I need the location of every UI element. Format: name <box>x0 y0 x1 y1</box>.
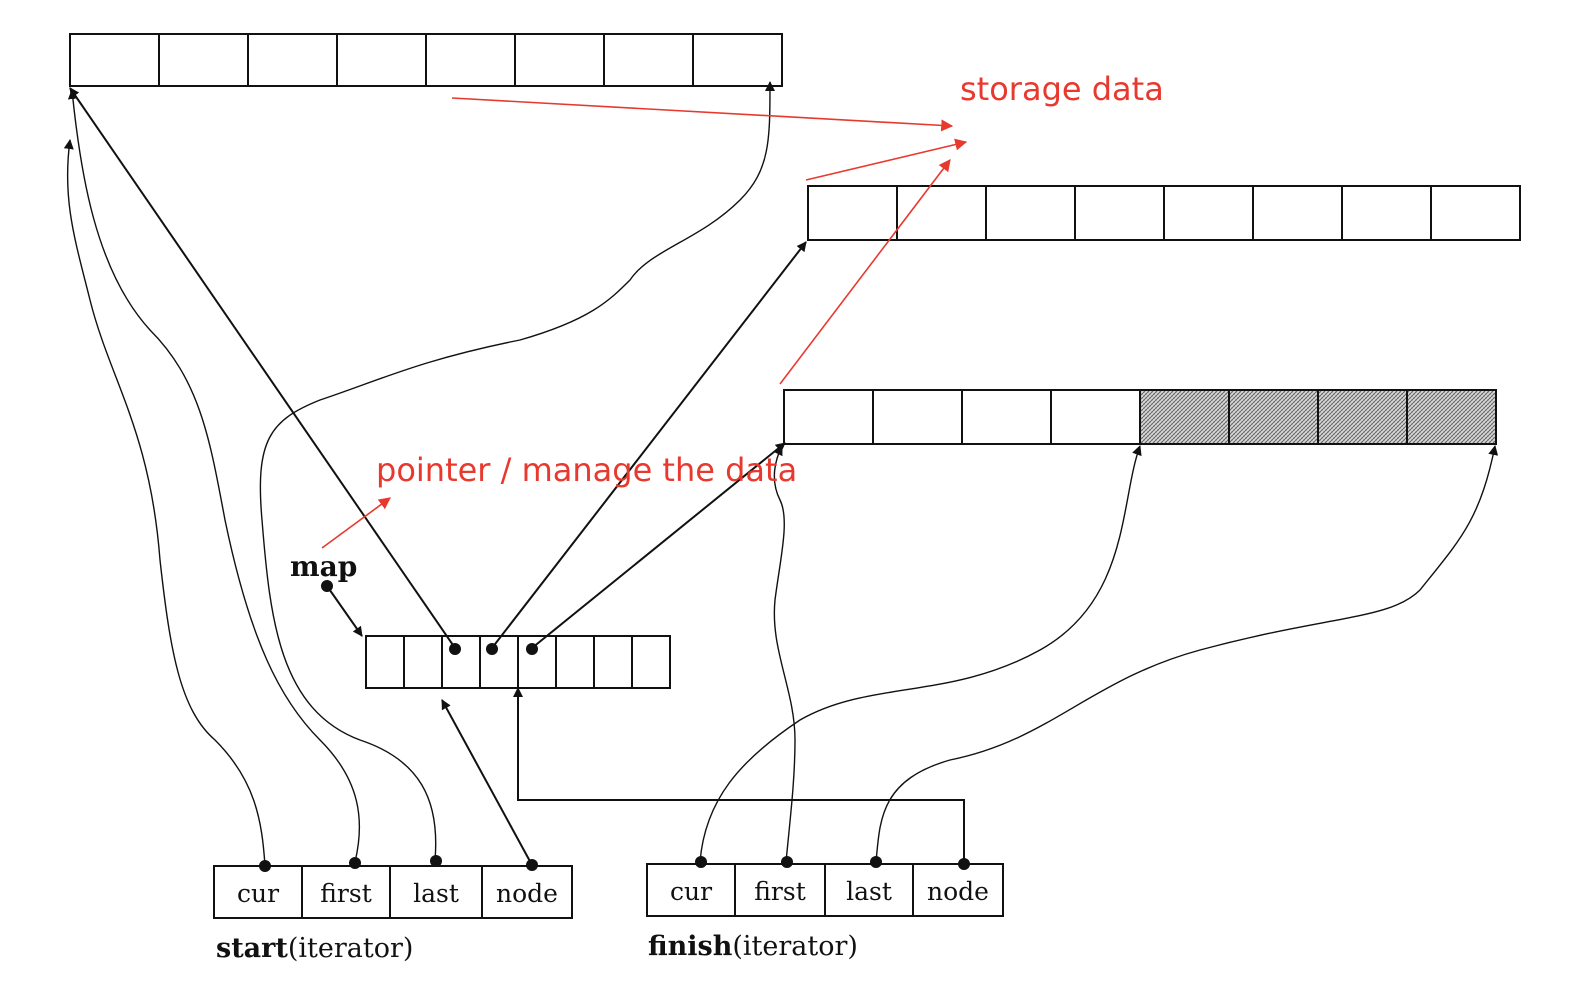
storage-buffer-top <box>69 33 783 87</box>
finish-node-pointer <box>513 687 965 865</box>
start-caption-name: start <box>216 933 288 964</box>
iterator-field-cur: cur <box>237 879 279 908</box>
start-cur-dot <box>259 860 271 872</box>
iterator-field-first: first <box>320 879 372 908</box>
iterator-field-node: node <box>496 879 558 908</box>
iterator-field-cur: cur <box>670 877 712 906</box>
annotation-arrows <box>321 97 968 549</box>
finish-last-pointer <box>875 445 1499 863</box>
start-cur-pointer <box>63 139 266 867</box>
iterator-field-box <box>213 865 303 919</box>
start-node-dot <box>526 859 538 871</box>
buffer-cell <box>1139 389 1230 445</box>
map-slot-bottom-pointer <box>531 442 786 649</box>
buffer-cell <box>514 33 605 87</box>
pointer-label: pointer / manage the data <box>376 451 797 489</box>
iterator-field-box <box>389 865 483 919</box>
pointer-arrow <box>321 497 391 549</box>
start-last-pointer <box>259 81 775 861</box>
finish-cur-pointer <box>699 445 1142 863</box>
map-slot-dot <box>526 643 538 655</box>
finish-caption-name: finish <box>648 931 733 962</box>
pointer-dots <box>259 580 970 872</box>
finish-first-pointer <box>773 445 796 863</box>
iterator-field-box <box>824 863 914 917</box>
map-dot <box>321 580 333 592</box>
buffer-cell <box>1317 389 1408 445</box>
buffer-cell <box>1406 389 1497 445</box>
iterator-field-box <box>646 863 736 917</box>
map-label-pointer <box>326 585 363 637</box>
finish-caption-suffix: (iterator) <box>732 931 858 962</box>
buffer-cell <box>1430 185 1521 241</box>
finish-caption: finish(iterator) <box>648 931 858 962</box>
start-last-dot <box>430 855 442 867</box>
map-slot-middle-pointer <box>491 241 807 649</box>
iterator-field-box <box>734 863 826 917</box>
map-label: map <box>290 550 357 583</box>
finish-first-dot <box>781 856 793 868</box>
storage-buffer-middle <box>807 185 1521 241</box>
iterator-field-last: last <box>846 877 892 906</box>
buffer-cell <box>247 33 338 87</box>
start-first-pointer <box>67 89 361 863</box>
buffer-cell <box>425 33 516 87</box>
map-cell <box>593 635 633 689</box>
map-slot-top-pointer <box>69 87 456 649</box>
finish-node-dot <box>958 858 970 870</box>
start-node-pointer <box>441 699 533 866</box>
start-caption-suffix: (iterator) <box>288 933 414 964</box>
buffer-cell <box>158 33 249 87</box>
buffer-cell <box>1050 389 1141 445</box>
buffer-cell <box>692 33 783 87</box>
map-cell <box>441 635 481 689</box>
buffer-cell <box>985 185 1076 241</box>
start-first-dot <box>349 857 361 869</box>
buffer-cell <box>1163 185 1254 241</box>
map-slot-dot <box>486 643 498 655</box>
iterator-field-box <box>481 865 573 919</box>
buffer-cell <box>336 33 427 87</box>
map-cell <box>631 635 671 689</box>
finish-cur-dot <box>695 856 707 868</box>
map-cell <box>365 635 405 689</box>
storage-arrow-bottom <box>779 159 951 385</box>
buffer-cell <box>807 185 898 241</box>
storage-arrow-middle <box>805 138 968 181</box>
iterator-field-last: last <box>413 879 459 908</box>
buffer-cell <box>1228 389 1319 445</box>
buffer-cell <box>1074 185 1165 241</box>
iterator-field-box <box>912 863 1004 917</box>
map-cell <box>403 635 443 689</box>
buffer-cell <box>896 185 987 241</box>
buffer-cell <box>603 33 694 87</box>
finish-last-dot <box>870 856 882 868</box>
storage-label: storage data <box>960 70 1164 108</box>
finish-iterator: cur first last node <box>646 863 1004 917</box>
storage-buffer-bottom <box>783 389 1497 445</box>
start-caption: start(iterator) <box>216 933 413 964</box>
map-cell <box>479 635 519 689</box>
iterator-field-node: node <box>927 877 989 906</box>
buffer-cell <box>1252 185 1343 241</box>
buffer-cell <box>1341 185 1432 241</box>
storage-arrow-top <box>451 97 954 132</box>
map-cell <box>555 635 595 689</box>
pointer-wires <box>63 81 1499 867</box>
start-iterator: cur first last node <box>213 865 573 919</box>
map-array <box>365 635 671 689</box>
buffer-cell <box>783 389 874 445</box>
buffer-cell <box>872 389 963 445</box>
buffer-cell <box>69 33 160 87</box>
iterator-field-first: first <box>754 877 806 906</box>
map-slot-dot <box>449 643 461 655</box>
buffer-cell <box>961 389 1052 445</box>
